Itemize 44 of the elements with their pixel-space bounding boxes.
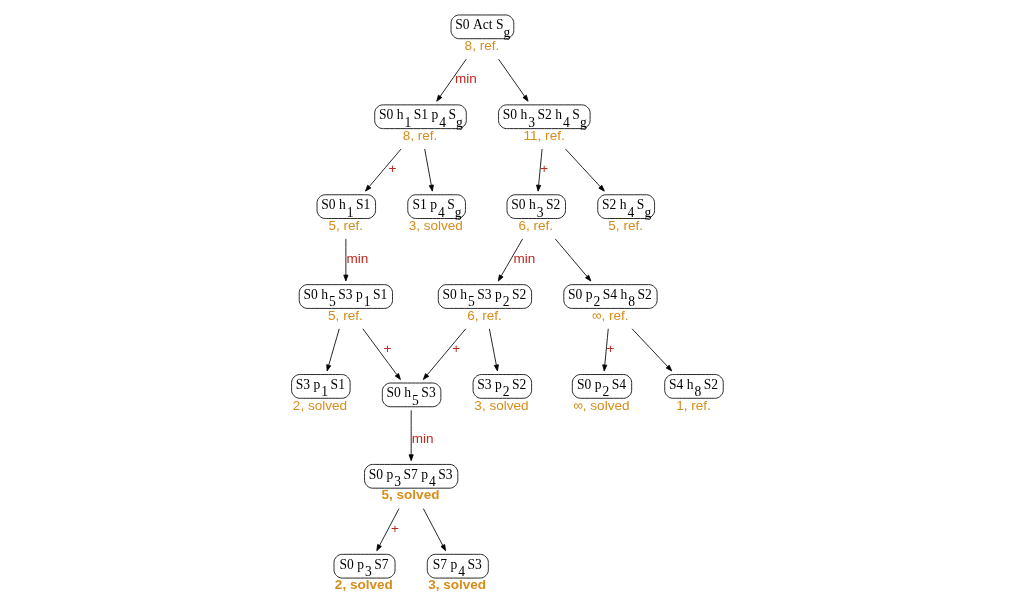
node-label: 6, ref. xyxy=(518,218,554,234)
edge-label: + xyxy=(383,341,392,357)
arrow xyxy=(408,409,414,462)
edge-label: min xyxy=(411,431,434,447)
node-label: 2, solved xyxy=(292,397,348,413)
edge-label: + xyxy=(540,161,549,177)
arrow xyxy=(365,148,402,192)
arrow xyxy=(343,238,349,282)
arrow xyxy=(497,238,524,282)
edge-label: + xyxy=(388,161,397,177)
node-label: 3, solved xyxy=(474,397,529,413)
arrow xyxy=(424,148,434,192)
edge-label: + xyxy=(452,341,461,357)
node-label: 5, solved xyxy=(381,487,440,503)
edge-label: + xyxy=(391,520,400,536)
arrow xyxy=(631,328,673,372)
arrow xyxy=(602,328,609,372)
node-label: 1, ref. xyxy=(676,397,711,413)
edge-label: min xyxy=(454,71,477,87)
node-label: 3, solved xyxy=(428,576,487,592)
node-label: 5, ref. xyxy=(608,218,643,234)
arrow xyxy=(488,328,499,372)
arrow xyxy=(554,238,592,282)
edge-label: + xyxy=(606,341,615,357)
edge-label: min xyxy=(513,251,536,267)
arrow xyxy=(422,328,467,380)
node-label: 2, solved xyxy=(334,576,393,592)
node-label: 5, ref. xyxy=(328,218,364,234)
arrow xyxy=(326,328,340,372)
arrow xyxy=(362,328,401,380)
arrow xyxy=(422,508,446,552)
node-label: 5, ref. xyxy=(328,308,363,324)
arrow xyxy=(498,58,529,102)
arrow xyxy=(565,148,605,192)
node-label: ∞, solved xyxy=(573,397,630,413)
edge-label: min xyxy=(346,251,369,267)
arrow xyxy=(536,148,543,192)
arrow xyxy=(436,58,467,102)
node-label: 8, ref. xyxy=(402,128,438,144)
node-label: ∞, ref. xyxy=(591,308,629,324)
arrow xyxy=(376,508,400,552)
node-label: 11, ref. xyxy=(523,128,565,144)
node-label: 6, ref. xyxy=(467,308,502,324)
node-label: 8, ref. xyxy=(464,38,500,54)
